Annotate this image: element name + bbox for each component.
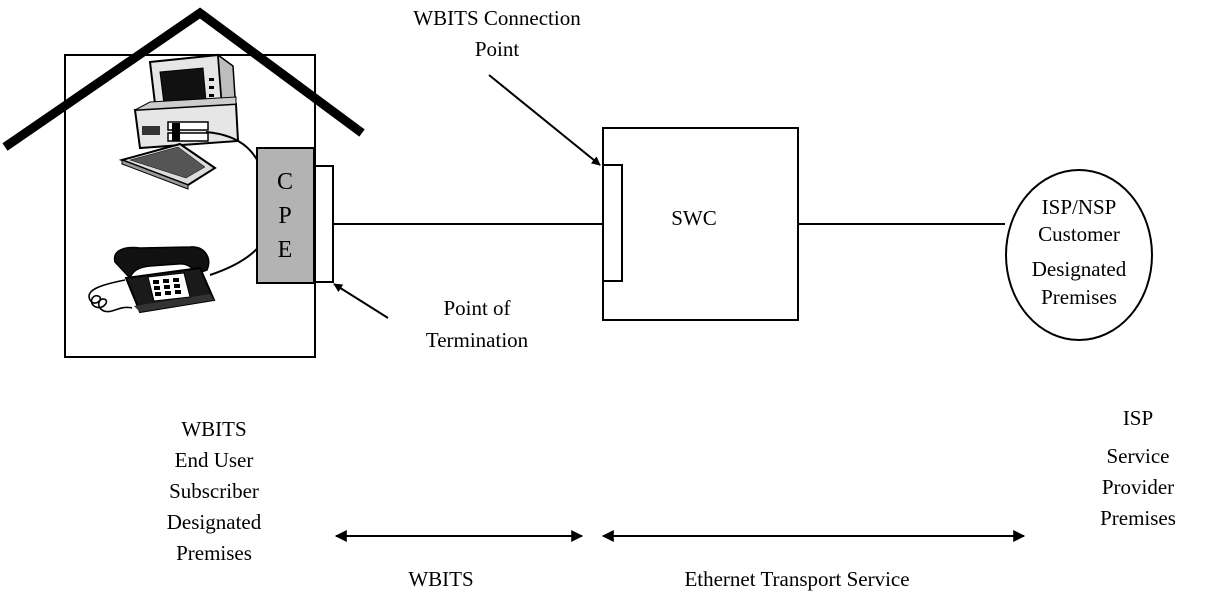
ethernet-span-label: Ethernet Transport Service bbox=[684, 567, 909, 591]
cpe-letter-e: E bbox=[278, 237, 293, 263]
end-user-premises-line-5: Premises bbox=[176, 541, 252, 565]
desk-telephone-icon bbox=[88, 224, 271, 314]
isp-circle-line-1: ISP/NSP bbox=[1042, 195, 1117, 219]
end-user-premises-line-1: WBITS bbox=[181, 417, 246, 441]
isp-circle-line-2: Customer bbox=[1038, 222, 1120, 246]
cpe-box bbox=[256, 147, 315, 284]
isp-circle-line-4: Premises bbox=[1041, 285, 1117, 309]
point-of-termination-interface bbox=[314, 165, 334, 283]
house-roof bbox=[2, 7, 365, 151]
connection-point-pointer-arrow bbox=[488, 74, 601, 166]
connection-point-label-line-1: WBITS Connection bbox=[413, 6, 581, 30]
point-of-termination-label-line-1: Point of bbox=[443, 296, 510, 320]
swc-box bbox=[602, 127, 799, 321]
wbits-span-label: WBITS bbox=[408, 567, 473, 591]
connection-point-label-line-2: Point bbox=[475, 37, 520, 61]
end-user-premises-line-4: Designated bbox=[167, 510, 262, 534]
end-user-premises-line-3: Subscriber bbox=[169, 479, 259, 503]
end-user-premises-line-2: End User bbox=[175, 448, 254, 472]
cpe-letter-c: C bbox=[277, 169, 293, 195]
isp-nsp-premises-circle bbox=[1005, 169, 1153, 341]
desktop-computer-icon bbox=[118, 53, 269, 191]
isp-premises-line-4: Premises bbox=[1100, 506, 1176, 530]
isp-circle-line-3: Designated bbox=[1032, 257, 1127, 281]
isp-premises-line-3: Provider bbox=[1102, 475, 1174, 499]
cpe-letter-p: P bbox=[278, 203, 291, 229]
isp-premises-line-2: Service bbox=[1107, 444, 1170, 468]
termination-pointer-arrow bbox=[333, 283, 389, 319]
wbits-connection-port bbox=[602, 164, 623, 282]
swc-label: SWC bbox=[671, 206, 717, 230]
point-of-termination-label-line-2: Termination bbox=[426, 328, 529, 352]
isp-premises-line-1: ISP bbox=[1123, 406, 1153, 430]
